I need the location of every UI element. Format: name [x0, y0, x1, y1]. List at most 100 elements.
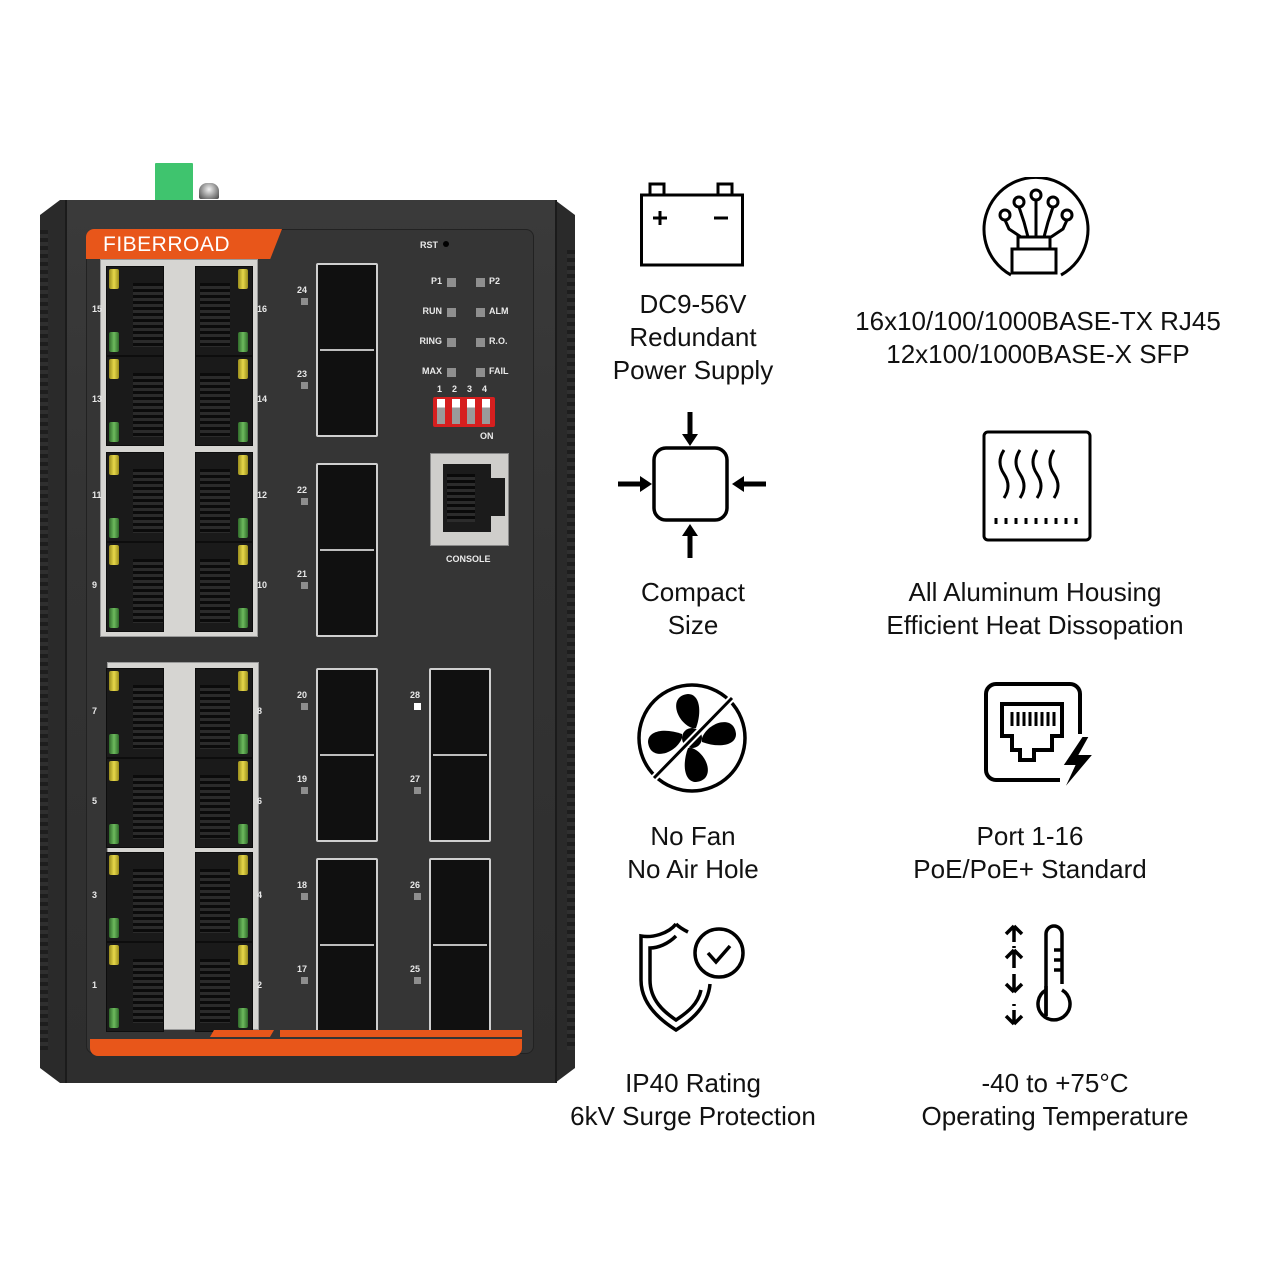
sfp-status-led [414, 977, 421, 984]
status-led [447, 308, 456, 317]
sfp-cage [316, 858, 378, 1032]
rj45-contacts [200, 959, 230, 1023]
rj45-port[interactable] [106, 942, 164, 1032]
rj45-contacts [200, 775, 230, 839]
dip-toggle-1[interactable] [437, 399, 445, 424]
shield-check-icon [638, 920, 750, 1032]
sfp-port[interactable] [318, 756, 374, 836]
brand-logo: FIBERROAD [86, 229, 282, 259]
feature-fanless-text: No Fan No Air Hole [593, 820, 793, 886]
thermometer-icon [998, 920, 1078, 1038]
ground-screw [199, 183, 219, 199]
link-led-yellow [109, 945, 119, 965]
port-number-label: 1 [92, 980, 98, 990]
dip-switch[interactable] [433, 397, 495, 427]
act-led-green [238, 824, 248, 844]
sfp-cage [316, 463, 378, 637]
feature-protection-text: IP40 Rating 6kV Surge Protection [548, 1067, 838, 1133]
feature-line: -40 to +75°C [981, 1068, 1129, 1098]
dip-toggle-3[interactable] [467, 399, 475, 424]
port-number-label: 15 [92, 304, 103, 314]
sfp-port-number: 21 [297, 569, 308, 579]
rj45-contacts [200, 559, 230, 623]
feature-line: Compact [640, 577, 746, 607]
sfp-port[interactable] [318, 946, 374, 1026]
feature-line: 16x10/100/1000BASE-TX RJ45 [855, 306, 1221, 336]
act-led-green [109, 824, 119, 844]
link-led-yellow [109, 359, 119, 379]
link-led-yellow [238, 945, 248, 965]
housing-rib-right [567, 250, 575, 1050]
dip-number: 1 [437, 384, 443, 394]
feature-line: Size [667, 610, 719, 640]
link-led-yellow [109, 671, 119, 691]
accent-stripe-long [280, 1030, 522, 1037]
sfp-divider [433, 754, 487, 756]
poe-port-icon [982, 680, 1098, 792]
dip-number: 3 [467, 384, 473, 394]
dip-toggle-4[interactable] [482, 399, 490, 424]
act-led-green [238, 608, 248, 628]
status-led [476, 368, 485, 377]
rj45-port[interactable] [106, 758, 164, 848]
sfp-port[interactable] [431, 860, 487, 940]
sfp-port-number: 26 [410, 880, 421, 890]
power-terminal-block [155, 163, 193, 201]
link-led-yellow [238, 455, 248, 475]
sfp-port-number: 24 [297, 285, 308, 295]
link-led-yellow [109, 545, 119, 565]
rj45-contacts [200, 283, 230, 347]
sfp-port[interactable] [318, 860, 374, 940]
sfp-status-led [301, 382, 308, 389]
rj45-contacts [200, 469, 230, 533]
link-led-yellow [238, 761, 248, 781]
sfp-status-led [301, 298, 308, 305]
act-led-green [238, 918, 248, 938]
feature-line: Redundant [629, 322, 757, 352]
rj45-contacts [133, 959, 163, 1023]
sfp-port[interactable] [318, 551, 374, 631]
port-number-label: 14 [257, 394, 268, 404]
feature-line: Power Supply [612, 355, 774, 385]
rj45-contacts [200, 685, 230, 749]
status-led [447, 338, 456, 347]
port-number-label: 9 [92, 580, 98, 590]
sfp-port[interactable] [318, 465, 374, 545]
feature-line: DC9-56V [639, 289, 747, 319]
act-led-green [238, 1008, 248, 1028]
sfp-divider [433, 944, 487, 946]
act-led-green [109, 332, 119, 352]
port-number-label: 12 [257, 490, 268, 500]
port-number-label: 10 [257, 580, 268, 590]
rj45-contacts [133, 775, 163, 839]
sfp-status-led [301, 787, 308, 794]
feature-compact-text: Compact Size [593, 576, 793, 642]
sfp-port[interactable] [431, 670, 487, 750]
sfp-port[interactable] [431, 756, 487, 836]
sfp-port[interactable] [431, 946, 487, 1026]
sfp-status-led [301, 703, 308, 710]
rj45-port[interactable] [106, 668, 164, 758]
feature-line: No Air Hole [627, 854, 759, 884]
accent-stripe-bottom [90, 1039, 522, 1056]
sfp-cage [316, 668, 378, 842]
sfp-port-number: 27 [410, 774, 421, 784]
sfp-cage [316, 263, 378, 437]
sfp-port[interactable] [318, 670, 374, 750]
accent-stripe-short [209, 1030, 275, 1037]
sfp-port-number: 25 [410, 964, 421, 974]
sfp-divider [320, 754, 374, 756]
reset-button[interactable] [443, 241, 449, 247]
link-led-yellow [238, 855, 248, 875]
sfp-status-led [301, 582, 308, 589]
status-led-label: ALM [489, 306, 509, 316]
console-port-notch [491, 478, 505, 516]
status-led-label: FAIL [489, 366, 509, 376]
dip-toggle-2[interactable] [452, 399, 460, 424]
feature-housing-text: All Aluminum Housing Efficient Heat Diss… [840, 576, 1230, 642]
feature-power-text: DC9-56V Redundant Power Supply [593, 288, 793, 387]
feature-line: 6kV Surge Protection [570, 1101, 816, 1131]
console-port[interactable] [443, 464, 491, 532]
sfp-port[interactable] [318, 351, 374, 431]
link-led-yellow [109, 761, 119, 781]
